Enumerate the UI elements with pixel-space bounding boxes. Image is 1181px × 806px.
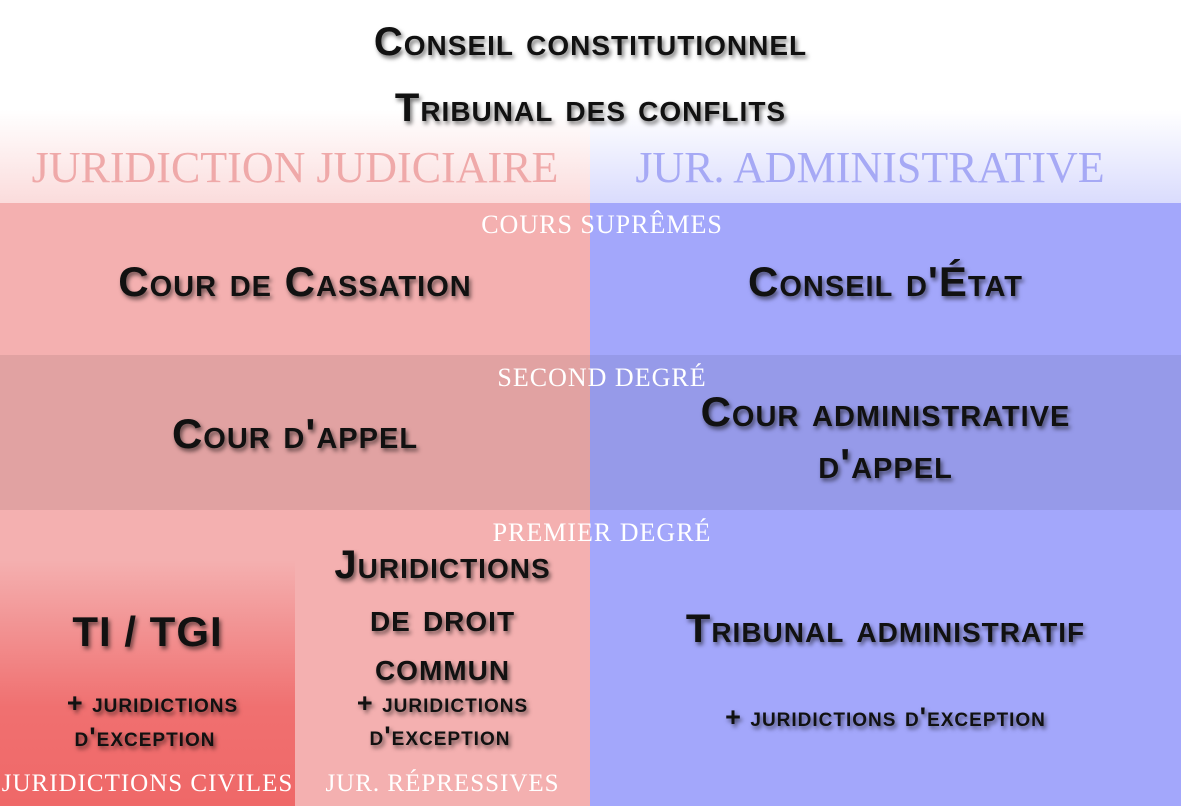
civil-sub-1: + juridictions [66,688,239,718]
repressive-title-1: Juridictions [334,543,551,587]
repressive-title-2: de droit [369,596,516,640]
second-bg-left [0,355,590,510]
repressive-sub-2: d'exception [369,721,511,751]
cour-d-appel: Cour d'appel [171,410,419,457]
civil-bg [0,560,295,806]
top-line-1: Conseil constitutionnel [373,20,808,64]
label-repressive: Jur. répressives [325,770,560,797]
level-first: Premier degré [492,518,712,547]
label-civil: Juridictions civiles [1,770,294,797]
caa-line-2: d'appel [818,440,953,487]
top-line-2: Tribunal des conflits [394,86,787,130]
conseil-d-etat: Conseil d'État [748,258,1023,305]
column-administrative: Jur. administrative [635,143,1105,192]
repressive-sub-1: + juridictions [356,688,529,718]
level-second: Second degré [497,363,707,392]
tribunal-administratif: Tribunal administratif [685,607,1086,651]
second-bg-right [590,355,1181,510]
first-bg-right [590,510,1181,806]
ti-tgi: TI / TGI [72,608,223,655]
caa-line-1: Cour administrative [700,388,1071,435]
supreme-bg-right [590,203,1181,355]
column-judicial: Juridiction judiciaire [31,143,559,192]
header-bg-left [0,0,590,203]
repressive-title-3: commun [374,645,511,689]
supreme-bg-left [0,203,590,355]
administrative-sub: + juridictions d'exception [725,702,1046,732]
header-bg-right [590,0,1181,203]
civil-sub-2: d'exception [74,722,216,752]
level-supreme: Cours suprêmes [481,210,723,239]
cour-de-cassation: Cour de Cassation [118,258,472,305]
